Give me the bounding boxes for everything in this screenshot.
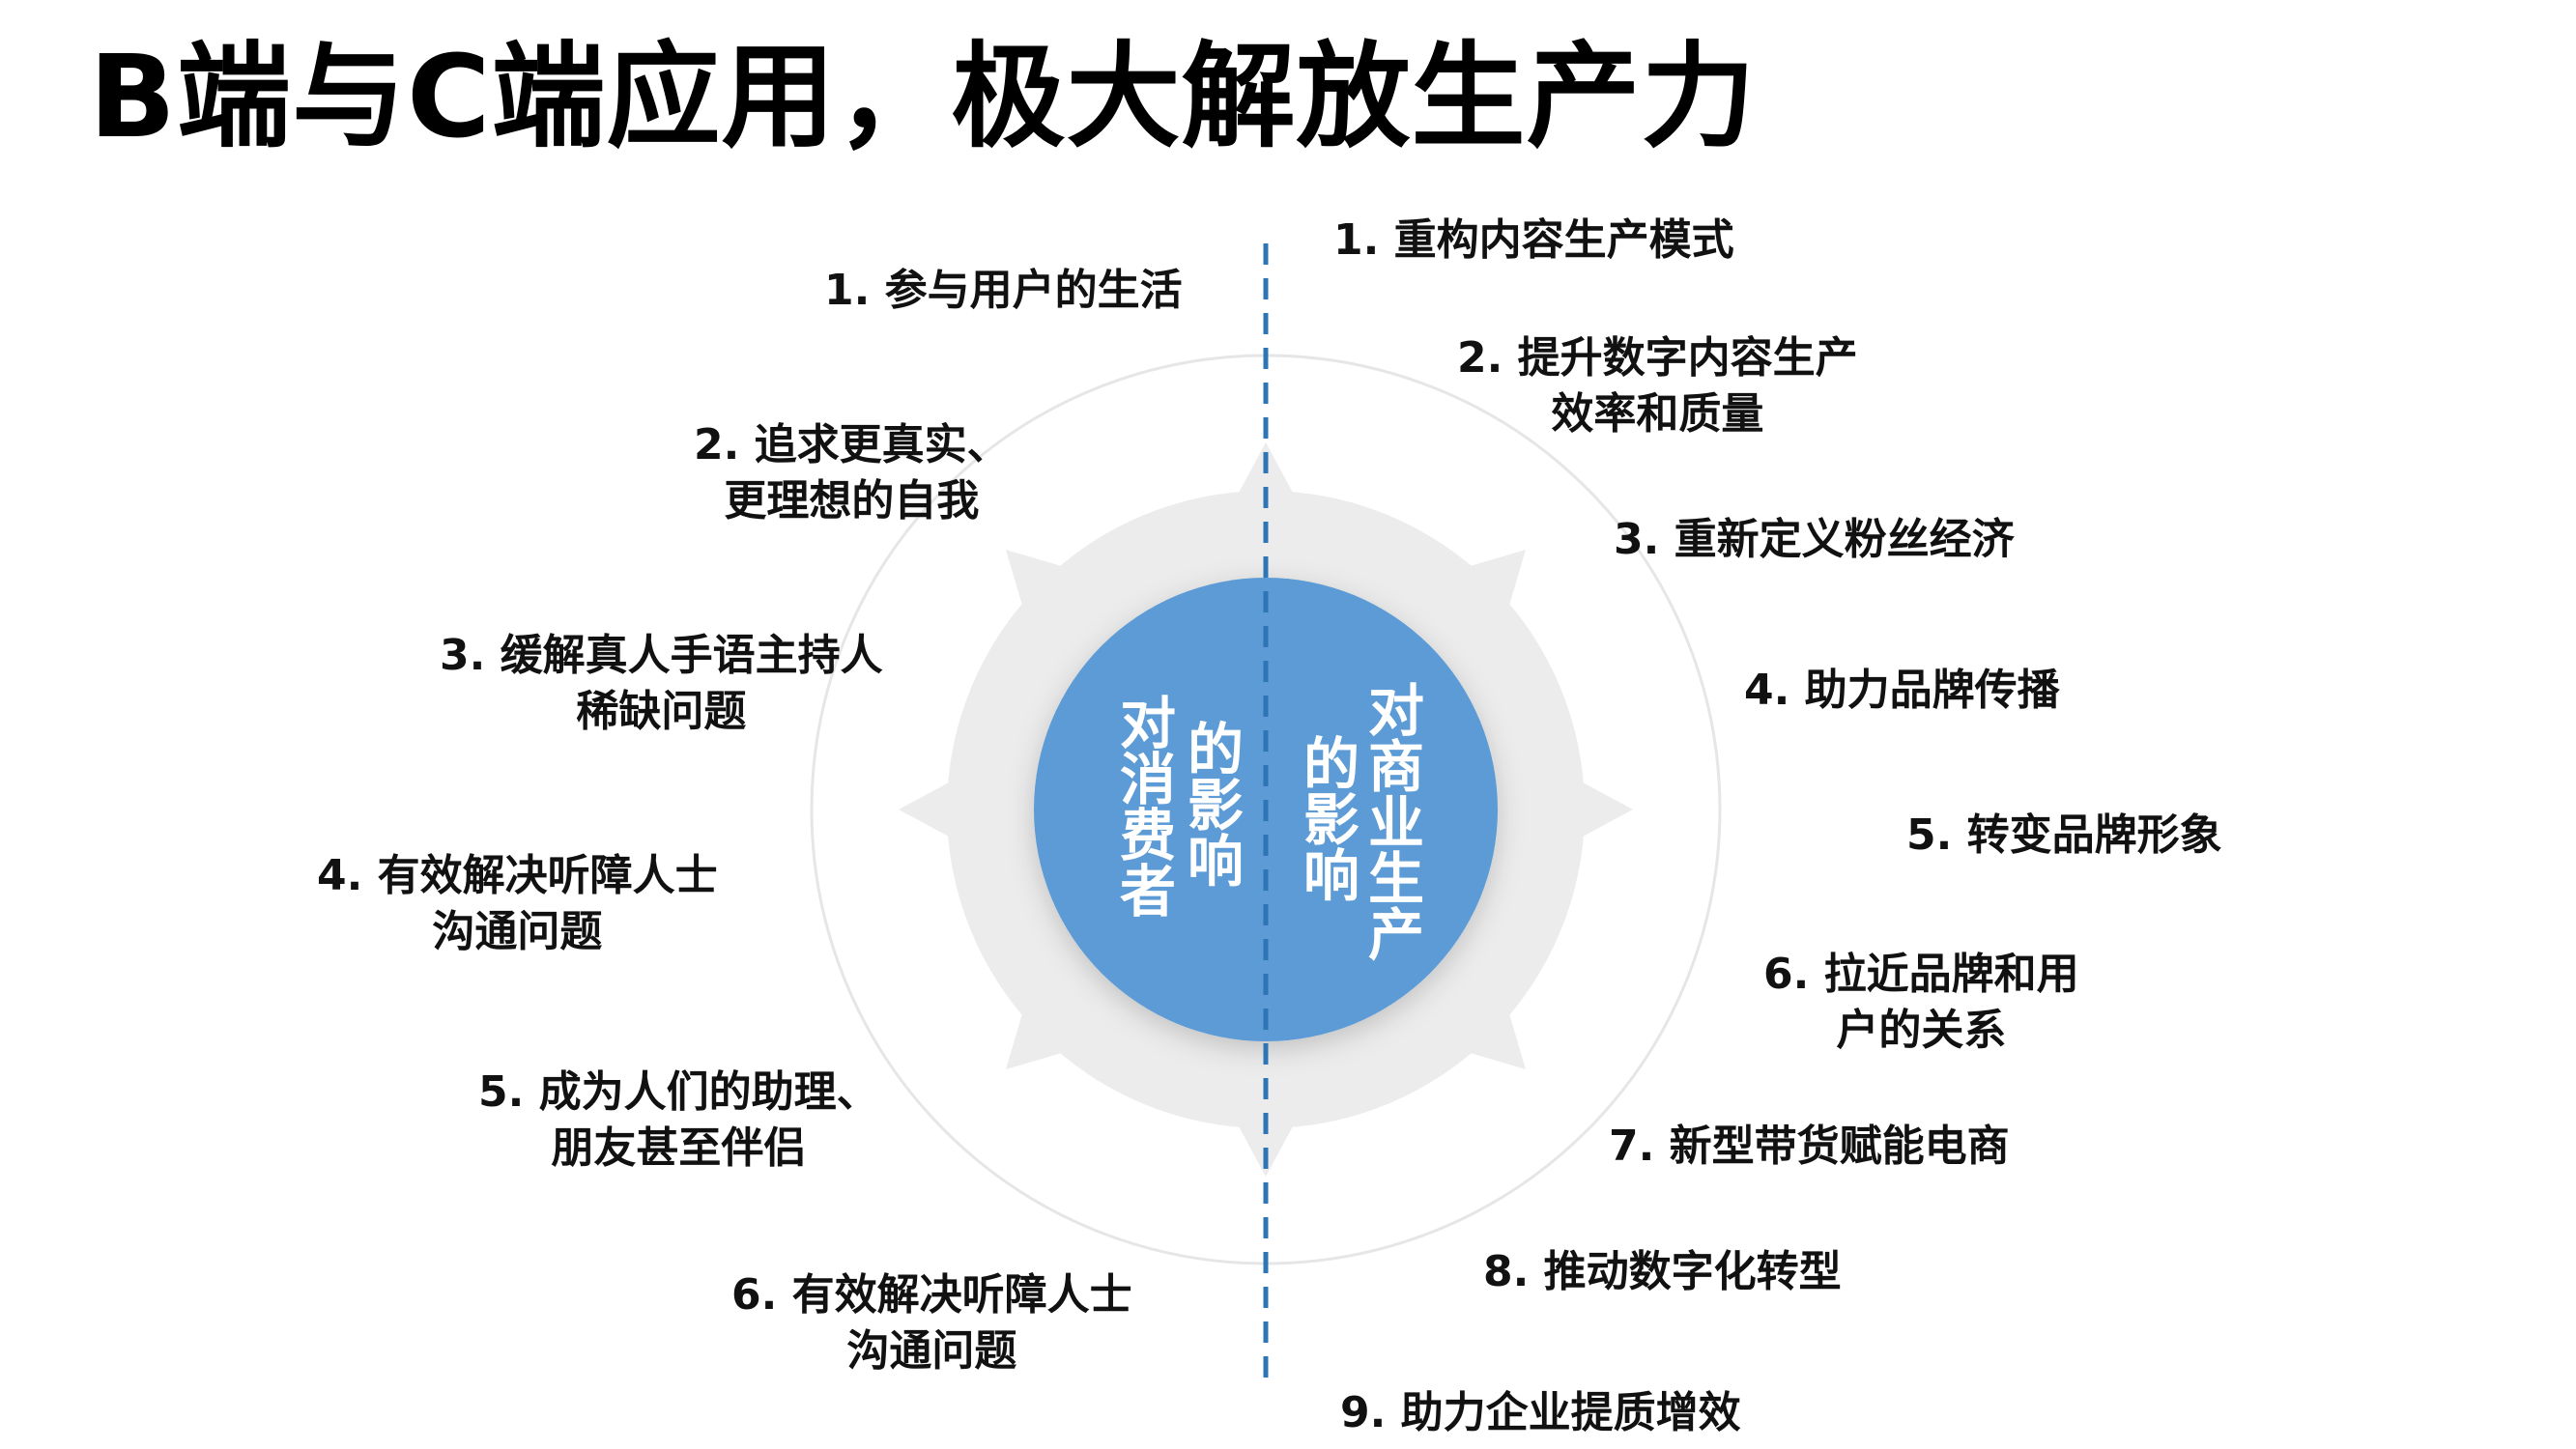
consumer-item-1: 1. 参与用户的生活: [824, 266, 1183, 315]
page-title: B端与C端应用，极大解放生产力: [89, 30, 1757, 163]
business-item-3: 3. 重新定义粉丝经济: [1614, 515, 2015, 564]
business-item-5: 5. 转变品牌形象: [1906, 810, 2222, 860]
business-item-2: 2. 提升数字内容生产 效率和质量: [1457, 333, 1858, 439]
center-label-business-col2: 的影响: [1294, 734, 1360, 902]
consumer-item-2: 2. 追求更真实、 更理想的自我: [694, 420, 1010, 526]
business-item-8: 8. 推动数字化转型: [1483, 1247, 1842, 1296]
business-item-1: 1. 重构内容生产模式: [1333, 215, 1734, 265]
business-item-9: 9. 助力企业提质增效: [1340, 1388, 1741, 1437]
center-label-consumer-col1: 对消费者: [1110, 694, 1176, 918]
business-item-7: 7. 新型带货赋能电商: [1609, 1122, 2010, 1171]
consumer-item-3: 3. 缓解真人手语主持人 稀缺问题: [440, 631, 883, 736]
business-item-6: 6. 拉近品牌和用 户的关系: [1763, 950, 2079, 1055]
center-label-consumer-col2: 的影响: [1178, 720, 1244, 888]
consumer-item-6: 6. 有效解决听障人士 沟通问题: [731, 1270, 1132, 1376]
consumer-item-4: 4. 有效解决听障人士 沟通问题: [317, 851, 718, 956]
consumer-item-5: 5. 成为人们的助理、 朋友甚至伴侣: [478, 1067, 879, 1173]
center-label-business-col1: 对商业生产: [1359, 681, 1424, 961]
business-item-4: 4. 助力品牌传播: [1744, 666, 2060, 715]
